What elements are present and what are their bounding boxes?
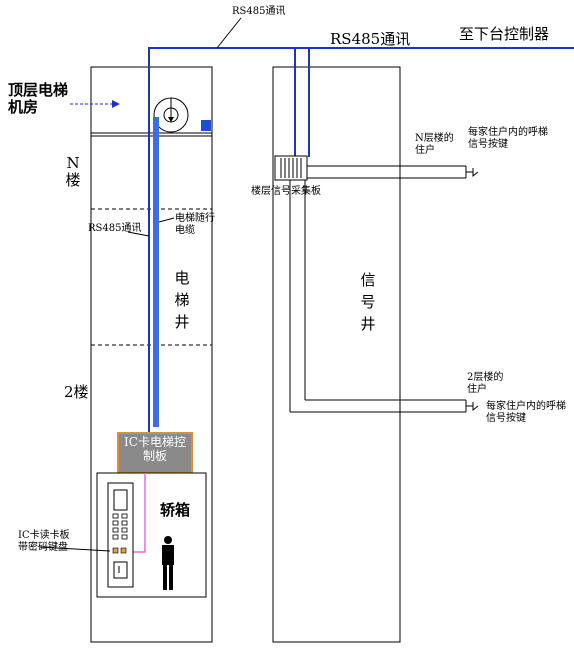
floor-2-label: 2楼: [64, 383, 89, 401]
rs485-top-label: RS485通讯: [232, 6, 286, 17]
car-label: 轿箱: [160, 501, 191, 519]
elevator-shaft-label: 电梯井: [174, 269, 190, 331]
machine-room-label: 顶层电梯机房: [8, 81, 69, 117]
machine-room-device: [201, 120, 211, 131]
floor2-button-icon: [472, 402, 479, 412]
keypad-icon: [112, 513, 128, 540]
collector-board: [274, 155, 308, 181]
next-controller-label: 至下台控制器: [459, 25, 550, 43]
traveling-cable: [153, 117, 159, 427]
panel-display: [113, 489, 128, 511]
ic-controller-label: IC卡电梯控制板: [124, 435, 186, 463]
floor2-buttons-label: 每家住户内的呼梯信号按键: [486, 401, 566, 424]
floor-n-label: N楼: [65, 154, 81, 190]
rs485-bus-line: [148, 47, 574, 437]
ic-reader-label: IC卡读卡板带密码键盘: [18, 530, 70, 553]
reader-pointer: [39, 546, 111, 552]
rs485-right-label: RS485通讯: [330, 30, 411, 48]
n-floor-button-icon: [472, 168, 479, 178]
elevator-shaft-outline: [90, 66, 213, 643]
ic-controller-box: [117, 432, 193, 474]
card-slot: [113, 561, 128, 579]
floor2-residents-label: 2层楼的住户: [467, 372, 504, 395]
n-floor-residents-label: N层楼的住户: [415, 133, 454, 156]
collector-board-label: 楼层信号采集板: [251, 186, 321, 197]
rs485-top-pointer: [216, 17, 242, 49]
rs485-shaft-label: RS485通讯: [88, 223, 142, 234]
n-floor-buttons-label: 每家住户内的呼梯信号按键: [468, 127, 548, 150]
signal-shaft-outline: [272, 66, 401, 643]
person-icon: [162, 536, 174, 590]
arrow-head-icon: [112, 100, 120, 108]
traveling-cable-label: 电梯随行电缆: [175, 213, 215, 236]
signal-shaft-label: 信号井: [360, 271, 376, 333]
